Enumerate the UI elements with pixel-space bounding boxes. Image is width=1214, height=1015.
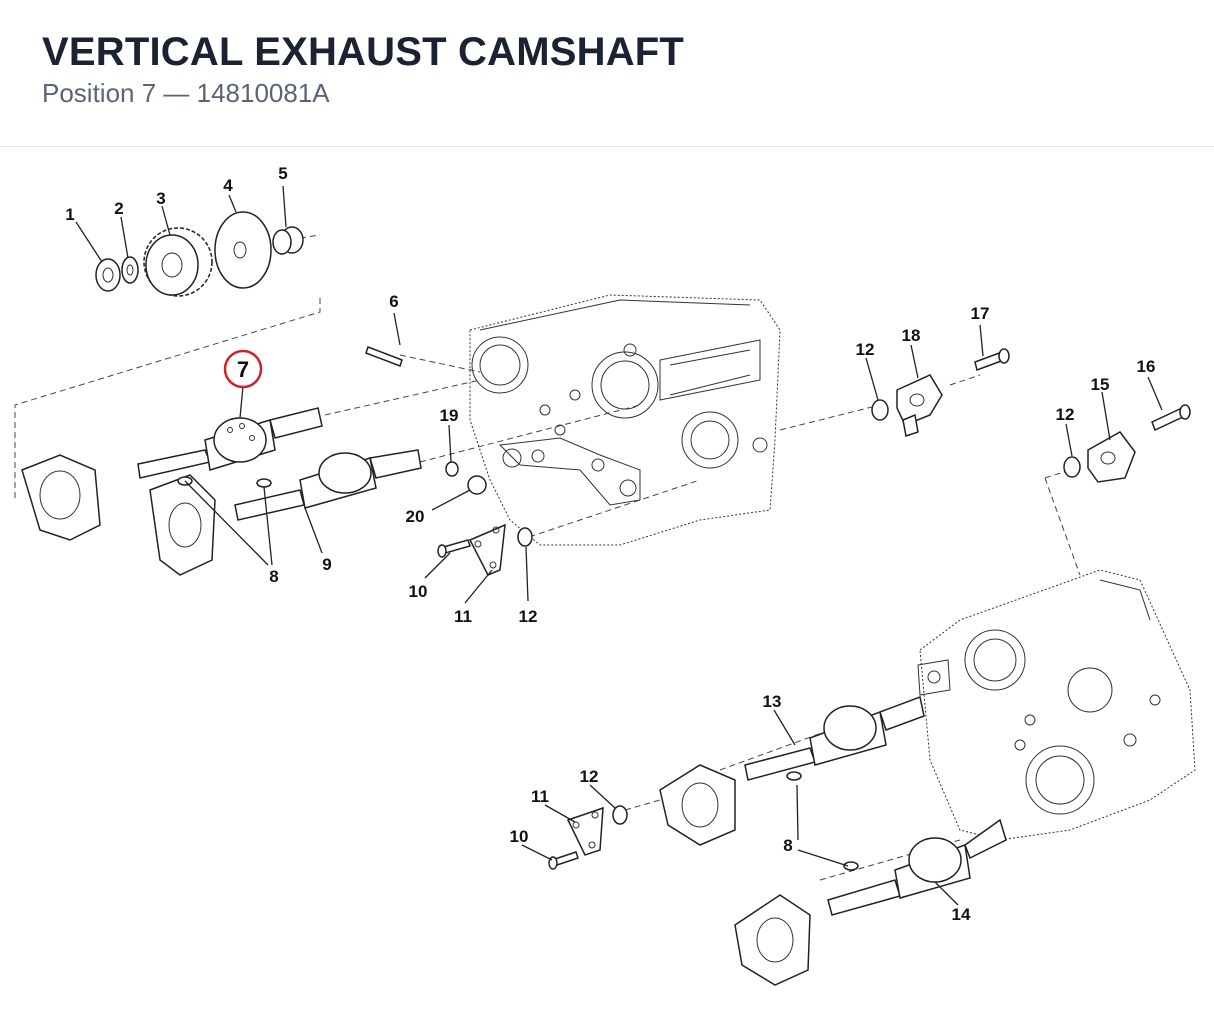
front-cover-left [21, 454, 101, 541]
bolt-part-10a [437, 539, 471, 558]
front-cover-mid [149, 474, 216, 576]
page-subtitle: Position 7 — 14810081A [42, 78, 330, 108]
plate-part-11b [566, 806, 604, 856]
diagram-canvas: 7 1 2 3 4 5 6 8 9 10 11 12 12 12 15 16 1… [14, 164, 1196, 986]
woodruff-key-8d [843, 861, 859, 871]
callout-16[interactable]: 16 [1137, 357, 1156, 376]
oring-part-12d [612, 805, 628, 825]
camshaft-part-9 [234, 449, 422, 521]
callout-12c[interactable]: 12 [1056, 405, 1075, 424]
callout-4[interactable]: 4 [223, 176, 233, 195]
header: VERTICAL EXHAUST CAMSHAFT Position 7 — 1… [0, 0, 1214, 147]
leader-lines [75, 185, 1163, 906]
callout-7[interactable]: 7 [237, 357, 249, 382]
callout-11b[interactable]: 11 [531, 787, 549, 806]
oring-part-12c [1063, 456, 1081, 478]
callout-11a[interactable]: 11 [454, 607, 472, 626]
callout-1[interactable]: 1 [65, 205, 74, 224]
camshaft-part-14 [827, 818, 1007, 916]
callout-8a[interactable]: 8 [269, 567, 278, 586]
callout-17[interactable]: 17 [971, 304, 990, 323]
woodruff-key-8c [786, 771, 802, 781]
stud-part-6 [365, 346, 403, 367]
callout-18[interactable]: 18 [902, 326, 921, 345]
oring-part-12a [517, 527, 533, 547]
callout-3[interactable]: 3 [156, 189, 165, 208]
callout-8b[interactable]: 8 [783, 836, 792, 855]
highlight-ring [223, 349, 263, 389]
page-title: VERTICAL EXHAUST CAMSHAFT [42, 30, 685, 74]
disc-part-4 [214, 211, 272, 289]
plate-part-11a [468, 523, 506, 576]
callout-14[interactable]: 14 [952, 905, 971, 924]
callout-10b[interactable]: 10 [510, 827, 529, 846]
cylinder-head-lower [917, 569, 1196, 841]
sprocket-part-3 [143, 227, 213, 297]
callout-12a[interactable]: 12 [519, 607, 538, 626]
callout-2[interactable]: 2 [114, 199, 123, 218]
cylinder-head-upper [469, 294, 781, 546]
callout-9[interactable]: 9 [322, 555, 331, 574]
bolt-part-17 [974, 348, 1010, 371]
camshaft-part-13 [744, 695, 925, 781]
bolt-part-10b [548, 851, 579, 870]
callout-20[interactable]: 20 [406, 507, 425, 526]
front-cover-lower-1 [659, 764, 736, 846]
bushing-part-20 [467, 475, 487, 495]
woodruff-key-8b [256, 478, 272, 488]
callout-10a[interactable]: 10 [409, 582, 428, 601]
exploded-diagram: 7 1 2 3 4 5 6 8 9 10 11 12 12 12 15 16 1… [0, 147, 1214, 1015]
bushing-part-5 [272, 226, 304, 255]
callout-6[interactable]: 6 [389, 292, 398, 311]
callout-19[interactable]: 19 [440, 406, 459, 425]
washer-part-2 [121, 256, 139, 284]
callout-12b[interactable]: 12 [856, 340, 875, 359]
callout-13[interactable]: 13 [763, 692, 782, 711]
nut-part-1 [95, 258, 121, 292]
sensor-part-15 [1087, 431, 1136, 483]
oring-part-12b [871, 399, 889, 421]
bolt-part-16 [1151, 404, 1191, 432]
callout-12d[interactable]: 12 [580, 767, 599, 786]
camshaft-part-7 [137, 407, 323, 479]
front-cover-lower-2 [734, 894, 811, 986]
callout-5[interactable]: 5 [278, 164, 287, 183]
sensor-part-18 [896, 374, 943, 437]
ring-part-19 [445, 461, 459, 477]
callout-15[interactable]: 15 [1091, 375, 1110, 394]
